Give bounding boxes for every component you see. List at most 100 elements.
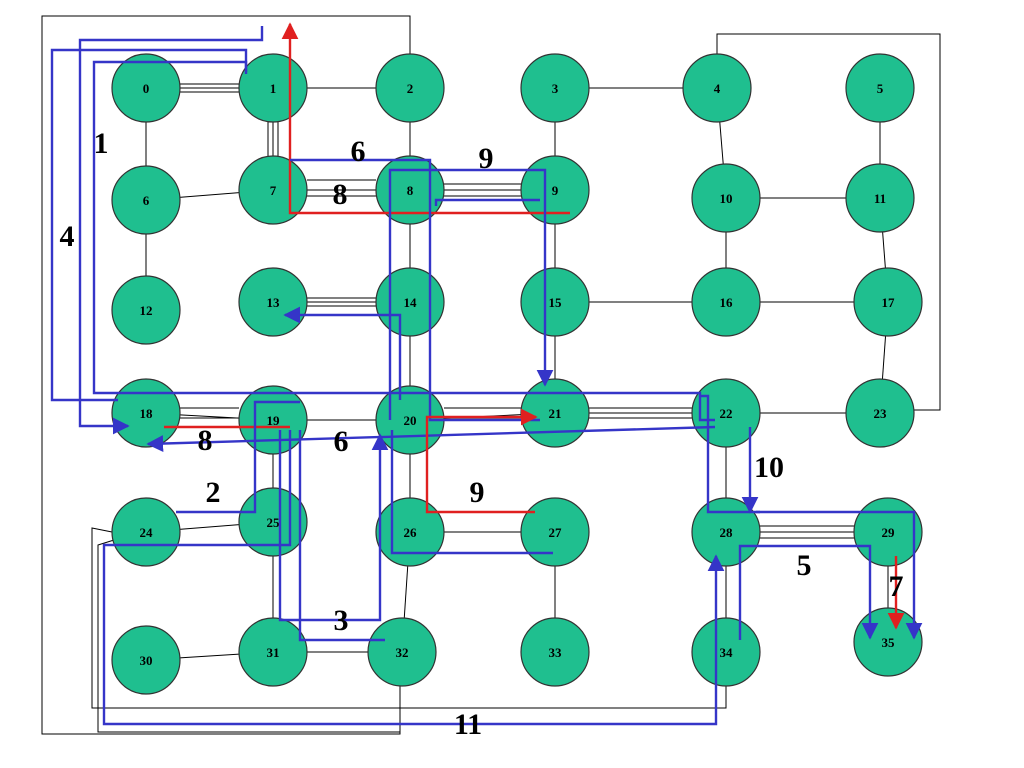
node-label-18: 18 bbox=[140, 406, 154, 421]
node-24: 24 bbox=[111, 497, 181, 567]
node-18: 18 bbox=[111, 378, 181, 448]
node-31: 31 bbox=[238, 617, 308, 687]
node-circle-11 bbox=[845, 163, 915, 233]
node-label-27: 27 bbox=[549, 525, 563, 540]
node-17: 17 bbox=[853, 267, 923, 337]
node-2: 2 bbox=[375, 53, 445, 123]
node-label-12: 12 bbox=[140, 303, 153, 318]
blue-route-5 bbox=[434, 198, 540, 206]
edge-24-34 bbox=[91, 527, 727, 709]
node-circle-15 bbox=[520, 267, 590, 337]
blue-route-10 bbox=[176, 400, 300, 514]
blue-route-0 bbox=[50, 48, 248, 402]
node-label-7: 7 bbox=[270, 183, 277, 198]
node-label-13: 13 bbox=[267, 295, 281, 310]
node-circle-12 bbox=[111, 275, 181, 345]
node-circle-8 bbox=[375, 155, 445, 225]
node-circle-14 bbox=[375, 267, 445, 337]
blue-route-1 bbox=[92, 60, 715, 422]
node-label-9: 9 bbox=[552, 183, 559, 198]
node-label-33: 33 bbox=[549, 645, 563, 660]
node-label-21: 21 bbox=[549, 406, 562, 421]
path-number-label: 3 bbox=[334, 604, 349, 637]
red-route-3 bbox=[281, 22, 570, 215]
node-label-22: 22 bbox=[720, 406, 733, 421]
blue-route-15 bbox=[756, 510, 923, 640]
node-circle-23 bbox=[845, 378, 915, 448]
blue-route-6 bbox=[388, 168, 554, 420]
node-27: 27 bbox=[520, 497, 590, 567]
node-label-25: 25 bbox=[267, 515, 281, 530]
node-circle-27 bbox=[520, 497, 590, 567]
node-label-26: 26 bbox=[404, 525, 418, 540]
node-4: 4 bbox=[682, 53, 752, 123]
blue-route-2 bbox=[78, 26, 264, 435]
node-16: 16 bbox=[691, 267, 761, 337]
path-number-label: 2 bbox=[206, 476, 221, 509]
node-circle-30 bbox=[111, 625, 181, 695]
node-label-30: 30 bbox=[140, 653, 153, 668]
node-label-28: 28 bbox=[720, 525, 734, 540]
edge-2-18 bbox=[41, 15, 411, 735]
node-30: 30 bbox=[111, 625, 181, 695]
node-circle-2 bbox=[375, 53, 445, 123]
path-number-label: 8 bbox=[333, 178, 348, 211]
node-label-29: 29 bbox=[882, 525, 896, 540]
blue-route-17 bbox=[278, 430, 389, 622]
node-label-20: 20 bbox=[404, 413, 417, 428]
node-label-15: 15 bbox=[549, 295, 563, 310]
blue-route-4 bbox=[290, 158, 540, 422]
node-label-2: 2 bbox=[407, 81, 414, 96]
node-32: 32 bbox=[367, 617, 437, 687]
path-number-label: 6 bbox=[334, 425, 349, 458]
node-28: 28 bbox=[691, 497, 761, 567]
node-circle-3 bbox=[520, 53, 590, 123]
path-number-label: 9 bbox=[479, 142, 494, 175]
node-label-34: 34 bbox=[720, 645, 734, 660]
blue-route-7 bbox=[283, 306, 402, 400]
node-15: 15 bbox=[520, 267, 590, 337]
node-circle-17 bbox=[853, 267, 923, 337]
node-label-32: 32 bbox=[396, 645, 409, 660]
node-label-4: 4 bbox=[714, 81, 721, 96]
blue-route-14 bbox=[738, 544, 879, 640]
node-circle-32 bbox=[367, 617, 437, 687]
node-label-11: 11 bbox=[874, 191, 886, 206]
node-label-31: 31 bbox=[267, 645, 280, 660]
blue-route-12 bbox=[700, 394, 760, 514]
node-circle-0 bbox=[111, 53, 181, 123]
node-circle-28 bbox=[691, 497, 761, 567]
node-label-24: 24 bbox=[140, 525, 154, 540]
path-number-label: 9 bbox=[470, 476, 485, 509]
edge-32-24 bbox=[97, 539, 401, 733]
node-3: 3 bbox=[520, 53, 590, 123]
node-10: 10 bbox=[691, 163, 761, 233]
blue-route-9 bbox=[146, 425, 716, 452]
node-label-23: 23 bbox=[874, 406, 888, 421]
path-number-label: 8 bbox=[198, 424, 213, 457]
node-21: 21 bbox=[520, 378, 590, 448]
node-5: 5 bbox=[845, 53, 915, 123]
node-circle-9 bbox=[520, 155, 590, 225]
node-circle-34 bbox=[691, 617, 761, 687]
node-0: 0 bbox=[111, 53, 181, 123]
node-13: 13 bbox=[238, 267, 308, 337]
node-34: 34 bbox=[691, 617, 761, 687]
red-route-11 bbox=[425, 408, 538, 514]
path-number-label: 6 bbox=[351, 135, 366, 168]
node-label-8: 8 bbox=[407, 183, 414, 198]
node-6: 6 bbox=[111, 165, 181, 235]
node-circle-24 bbox=[111, 497, 181, 567]
node-14: 14 bbox=[375, 267, 445, 337]
path-number-label: 10 bbox=[754, 451, 784, 484]
node-1: 1 bbox=[238, 53, 308, 123]
node-9: 9 bbox=[520, 155, 590, 225]
blue-route-18 bbox=[298, 430, 385, 642]
blue-route-19 bbox=[390, 430, 553, 555]
routes-layer bbox=[50, 22, 923, 726]
node-12: 12 bbox=[111, 275, 181, 345]
node-circle-5 bbox=[845, 53, 915, 123]
